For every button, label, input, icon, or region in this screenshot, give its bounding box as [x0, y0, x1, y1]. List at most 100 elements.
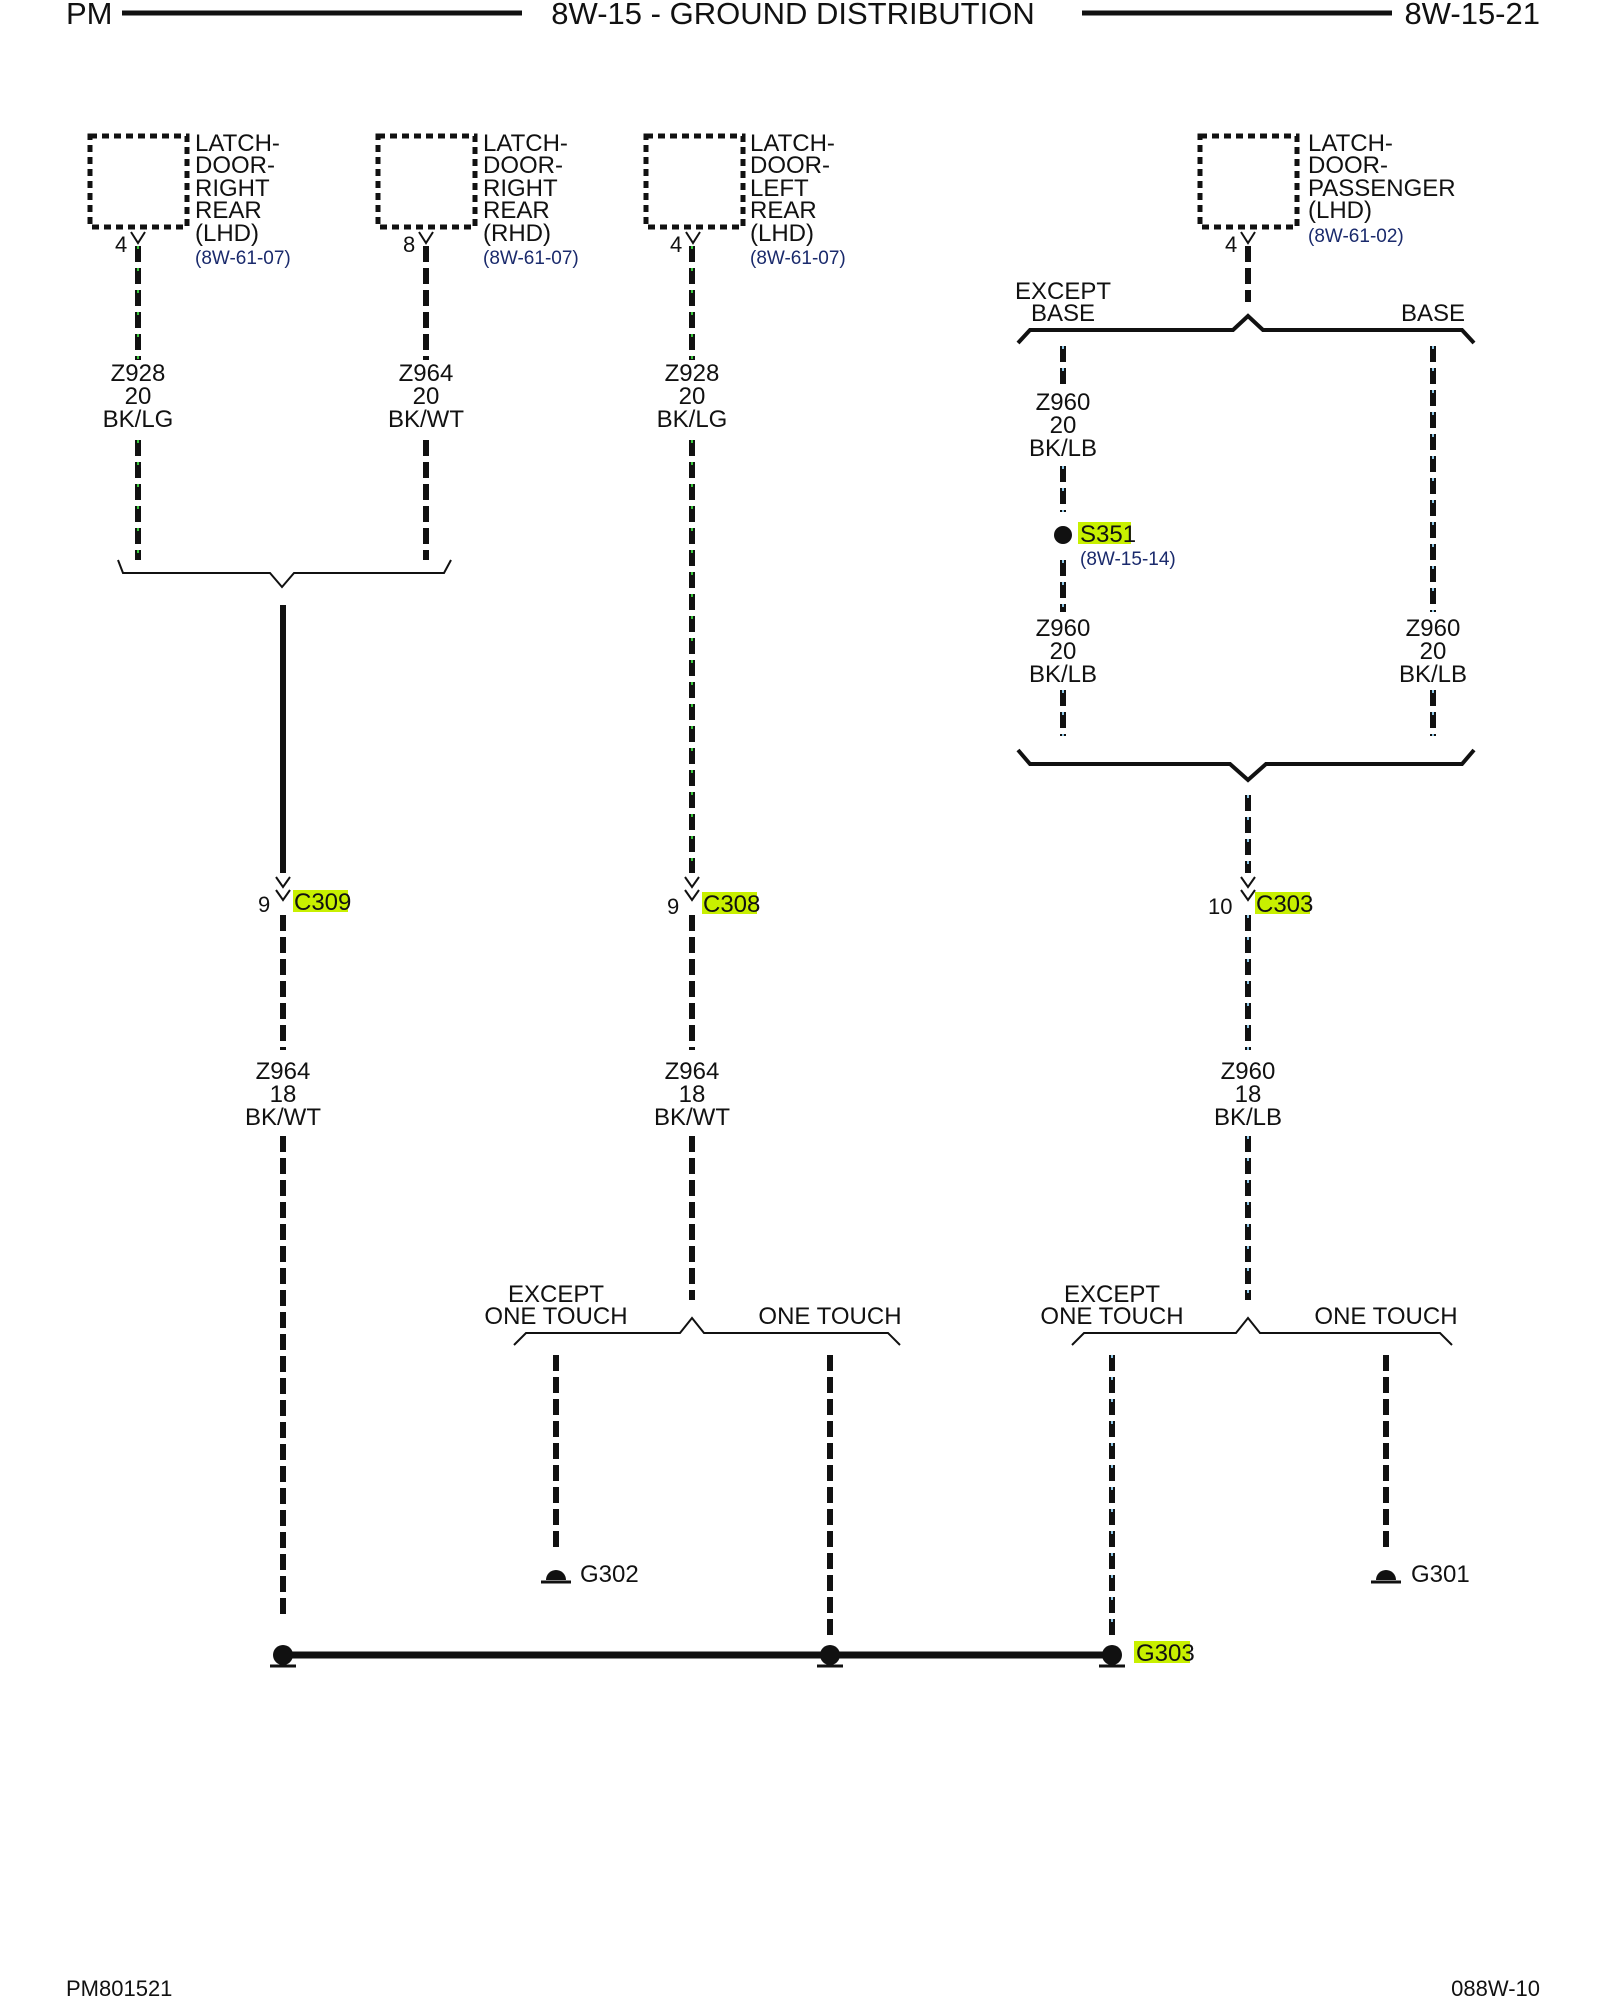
wire-color: BK/LB	[1029, 435, 1097, 462]
connector-pin: 9	[667, 894, 679, 919]
wire-circuit: Z964	[399, 360, 454, 387]
wire-circuit: Z960	[1036, 389, 1091, 416]
wire-gauge: 20	[679, 383, 706, 410]
component-latch-right-rear-lhd: LATCH- DOOR- RIGHT REAR (LHD) (8W-61-07)…	[87, 130, 291, 269]
wire-z960-base: Z960 20 BK/LB	[1399, 346, 1467, 736]
wire-circuit: Z960	[1221, 1058, 1276, 1085]
wire-color: BK/WT	[388, 406, 464, 433]
wire-z960-except-base-upper: Z960 20 BK/LB	[1029, 346, 1097, 512]
wire-color: BK/WT	[654, 1104, 730, 1131]
connector-pin: 9	[258, 892, 270, 917]
highlight-marker	[293, 890, 348, 912]
footer-left: PM801521	[66, 1976, 172, 2000]
option-bracket	[1071, 1316, 1453, 1346]
component-label-line: RIGHT	[195, 175, 270, 202]
highlight-marker	[1078, 522, 1131, 544]
option-bracket	[1016, 313, 1476, 345]
option-one-touch-label: ONE TOUCH	[1314, 1303, 1457, 1330]
connector-male-icon	[684, 876, 700, 889]
ground-g301: G301	[1371, 1561, 1470, 1588]
component-reference: (8W-61-07)	[195, 248, 291, 269]
component-label-line: DOOR-	[483, 152, 563, 179]
component-reference: (8W-61-02)	[1308, 226, 1404, 247]
component-label-line: LATCH-	[483, 130, 568, 157]
wire-z928-left-rear: Z928 20 BK/LG	[657, 246, 727, 873]
wire-color: BK/LB	[1214, 1104, 1282, 1131]
component-label-line: (LHD)	[195, 220, 259, 247]
highlight-marker	[1255, 892, 1310, 914]
option-one-touch-label: ONE TOUCH	[758, 1303, 901, 1330]
wire-circuit: Z928	[111, 360, 166, 387]
wire-circuit: Z964	[256, 1058, 311, 1085]
ground-symbol-icon	[820, 1645, 840, 1665]
header: PM 8W-15 - GROUND DISTRIBUTION 8W-15-21	[66, 0, 1540, 31]
option-except-one-touch-line: ONE TOUCH	[1040, 1303, 1183, 1330]
wire-gauge: 20	[413, 383, 440, 410]
pin-number: 4	[1225, 232, 1237, 257]
option-base-label: BASE	[1401, 300, 1465, 327]
connector-pin: 10	[1208, 894, 1232, 919]
ground-name: G302	[580, 1561, 639, 1588]
wire-gauge: 20	[125, 383, 152, 410]
ground-symbol-icon	[546, 1570, 566, 1580]
wire-z964-right-rear-rhd: Z964 20 BK/WT	[388, 246, 464, 560]
component-label-line: REAR	[750, 197, 817, 224]
connector-female-icon	[1240, 889, 1256, 902]
component-label-line: PASSENGER	[1308, 175, 1456, 202]
wire-gauge: 20	[1050, 638, 1077, 665]
component-label-line: DOOR-	[750, 152, 830, 179]
footer: PM801521 088W-10	[66, 1976, 1540, 2000]
connector-c303: C303 10	[1208, 876, 1313, 919]
pin-terminal-icon	[130, 231, 146, 245]
connector-name: C303	[1256, 891, 1313, 918]
wire-z960-c303: Z960 18 BK/LB	[1214, 915, 1282, 1300]
component-label-line: (LHD)	[750, 220, 814, 247]
component-label-line: LEFT	[750, 175, 809, 202]
option-one-touch-right: EXCEPT ONE TOUCH ONE TOUCH	[1040, 1281, 1458, 1640]
component-latch-passenger-lhd: LATCH- DOOR- PASSENGER (LHD) (8W-61-02) …	[1197, 130, 1456, 257]
component-label-line: REAR	[195, 197, 262, 224]
component-label-line: LATCH-	[1308, 130, 1393, 157]
wire-z928-right-rear: Z928 20 BK/LG	[103, 246, 173, 560]
option-bracket	[1016, 748, 1476, 783]
ground-g302: G302	[541, 1561, 639, 1588]
splice-name: S351	[1080, 521, 1136, 548]
ground-symbol-icon	[1102, 1645, 1122, 1665]
option-except-base-line: BASE	[1031, 300, 1095, 327]
wire-circuit: Z960	[1406, 615, 1461, 642]
component-latch-left-rear-lhd: LATCH- DOOR- LEFT REAR (LHD) (8W-61-07) …	[643, 130, 846, 269]
connector-female-icon	[275, 889, 291, 902]
option-except-base-line: EXCEPT	[1015, 278, 1111, 305]
connector-male-icon	[1240, 876, 1256, 889]
ground-g303-bus: G303	[270, 1640, 1195, 1668]
wire-color: BK/WT	[245, 1104, 321, 1131]
wire-gauge: 18	[679, 1081, 706, 1108]
wire-color: BK/LB	[1399, 661, 1467, 688]
ground-name: G303	[1136, 1640, 1195, 1667]
pin-terminal-icon	[418, 231, 434, 245]
highlight-marker	[1134, 1641, 1190, 1663]
component-reference: (8W-61-07)	[750, 248, 846, 269]
wire-z960-except-base-lower: Z960 20 BK/LB	[1029, 560, 1097, 736]
connector-female-icon	[684, 889, 700, 902]
connector-c308: C308 9	[667, 876, 760, 919]
component-label-line: (RHD)	[483, 220, 551, 247]
component-label-line: DOOR-	[195, 152, 275, 179]
option-except-one-touch-line: EXCEPT	[508, 1281, 604, 1308]
connector-male-icon	[275, 876, 291, 889]
connector-name: C309	[294, 889, 351, 916]
page-title: 8W-15 - GROUND DISTRIBUTION	[551, 0, 1034, 31]
wire-z964-c309-to-g303: Z964 18 BK/WT	[245, 915, 321, 1620]
component-label-line: (LHD)	[1308, 197, 1372, 224]
component-latch-right-rear-rhd: LATCH- DOOR- RIGHT REAR (RHD) (8W-61-07)…	[375, 130, 579, 269]
option-except-one-touch-line: ONE TOUCH	[484, 1303, 627, 1330]
component-label-line: LATCH-	[750, 130, 835, 157]
splice-dot-icon	[1054, 526, 1072, 544]
page-number: 8W-15-21	[1404, 0, 1540, 31]
component-label-line: DOOR-	[1308, 152, 1388, 179]
pin-number: 4	[115, 232, 127, 257]
splice-reference: (8W-15-14)	[1080, 549, 1176, 570]
wire-circuit: Z960	[1036, 615, 1091, 642]
pin-terminal-icon	[685, 231, 701, 245]
